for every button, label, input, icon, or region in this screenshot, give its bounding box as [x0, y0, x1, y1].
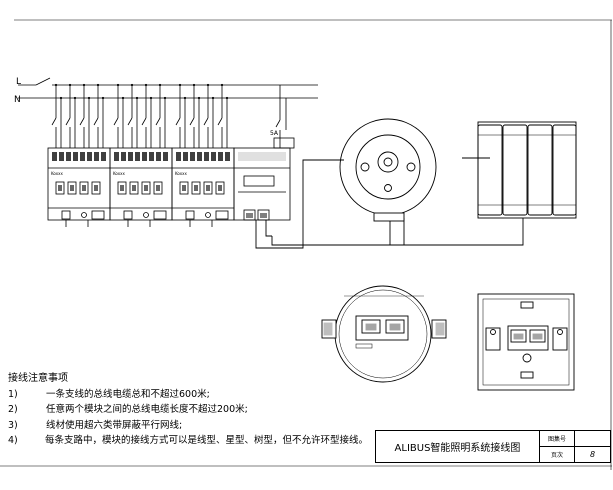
channel-wire	[51, 83, 63, 148]
channel-wire	[93, 83, 105, 148]
wiring-notes: 接线注意事项 1)一条支线的总线电缆总和不超过600米; 2)任意两个模块之间的…	[8, 371, 368, 449]
switch-panel-rear	[477, 293, 575, 391]
breaker-rating-label: 5A	[270, 130, 279, 137]
brand-tag: Koxxx	[113, 171, 125, 176]
relay-module: Koxxx	[109, 147, 173, 227]
live-busbar	[18, 77, 318, 86]
note-item: 2)任意两个模块之间的总线电缆长度不超过200米;	[8, 404, 248, 416]
channel-wire	[175, 83, 187, 148]
drawing-no-label: 图集号	[540, 431, 575, 446]
page-label: 页次	[540, 447, 575, 462]
page-value: 8	[589, 450, 596, 459]
line-live-label: L	[16, 77, 21, 87]
channel-wire	[127, 83, 139, 148]
display-module	[233, 85, 295, 221]
notes-title: 接线注意事项	[8, 373, 68, 384]
channel-wire	[113, 83, 125, 148]
ceiling-sensor-front	[339, 118, 437, 222]
channel-wire	[65, 83, 77, 148]
drawing-title: ALIBUS智能照明系统接线图	[376, 431, 540, 462]
note-item: 1)一条支线的总线电缆总和不超过600米;	[8, 388, 210, 400]
relay-module: Koxxx	[47, 147, 111, 227]
title-block: ALIBUS智能照明系统接线图 图集号 页次 8	[375, 430, 611, 463]
channel-wire	[155, 83, 167, 148]
relay-module: Koxxx	[171, 147, 235, 227]
line-neutral-label: N	[14, 95, 21, 105]
note-item: 4)每条支路中，模块的接线方式可以是线型、星型、树型，但不允许环型接线。	[8, 435, 368, 447]
note-item: 3)线材使用超六类带屏蔽平行网线;	[8, 419, 183, 431]
channel-wire	[79, 83, 91, 148]
channel-wire	[203, 83, 215, 148]
switch-panel-front	[477, 121, 577, 219]
brand-tag: Koxxx	[175, 171, 187, 176]
channel-wire	[189, 83, 201, 148]
channel-wire	[141, 83, 153, 148]
title-block-info: 图集号 页次 8	[540, 431, 610, 462]
bus-cable	[255, 157, 524, 249]
brand-tag: Koxxx	[51, 171, 63, 176]
ceiling-sensor-rear	[321, 285, 447, 383]
channel-wire	[217, 83, 229, 148]
